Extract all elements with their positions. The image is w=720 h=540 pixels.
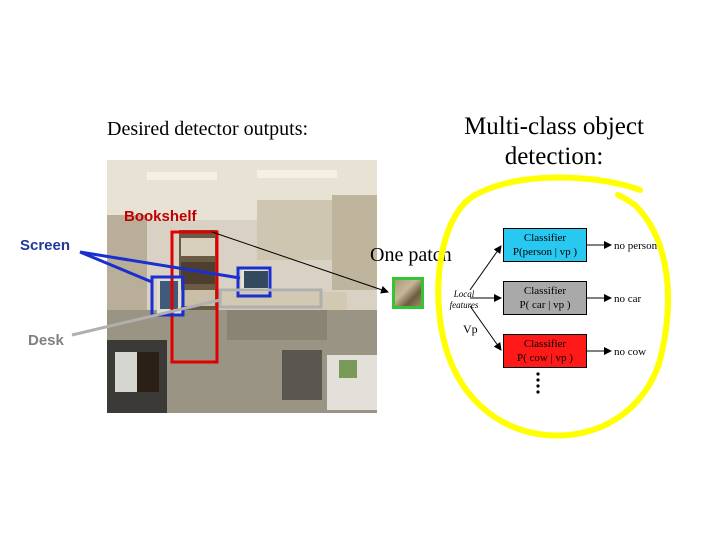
classifier-title: Classifier (523, 338, 567, 350)
classifier-car: Classifier P( car | vp ) (503, 281, 587, 315)
classifier-formula: P( cow | vp ) (517, 352, 573, 364)
local-features-label: Local features (449, 289, 479, 310)
office-photo (107, 160, 377, 413)
output-no-person: no person (614, 240, 658, 252)
output-no-car: no car (614, 293, 642, 305)
one-patch-label: One patch (370, 244, 452, 266)
screen-label: Screen (20, 237, 71, 254)
classifier-title: Classifier (523, 285, 567, 297)
classifier-person: Classifier P(person | vp ) (503, 228, 587, 262)
classifier-cow: Classifier P( cow | vp ) (503, 334, 587, 368)
heading-desired-outputs: Desired detector outputs: (107, 118, 309, 140)
vp-label: Vp (463, 322, 478, 336)
vertical-ellipsis-icon (536, 372, 540, 394)
classifier-formula: P(person | vp ) (512, 246, 578, 258)
output-no-cow: no cow (614, 346, 647, 358)
bookshelf-label: Bookshelf (124, 208, 197, 225)
desk-label: Desk (28, 332, 64, 349)
classifier-formula: P( car | vp ) (519, 299, 571, 311)
patch-thumbnail (392, 277, 424, 309)
heading-multiclass-detection: Multi-class object detection: (464, 113, 644, 170)
classifier-title: Classifier (523, 232, 567, 244)
